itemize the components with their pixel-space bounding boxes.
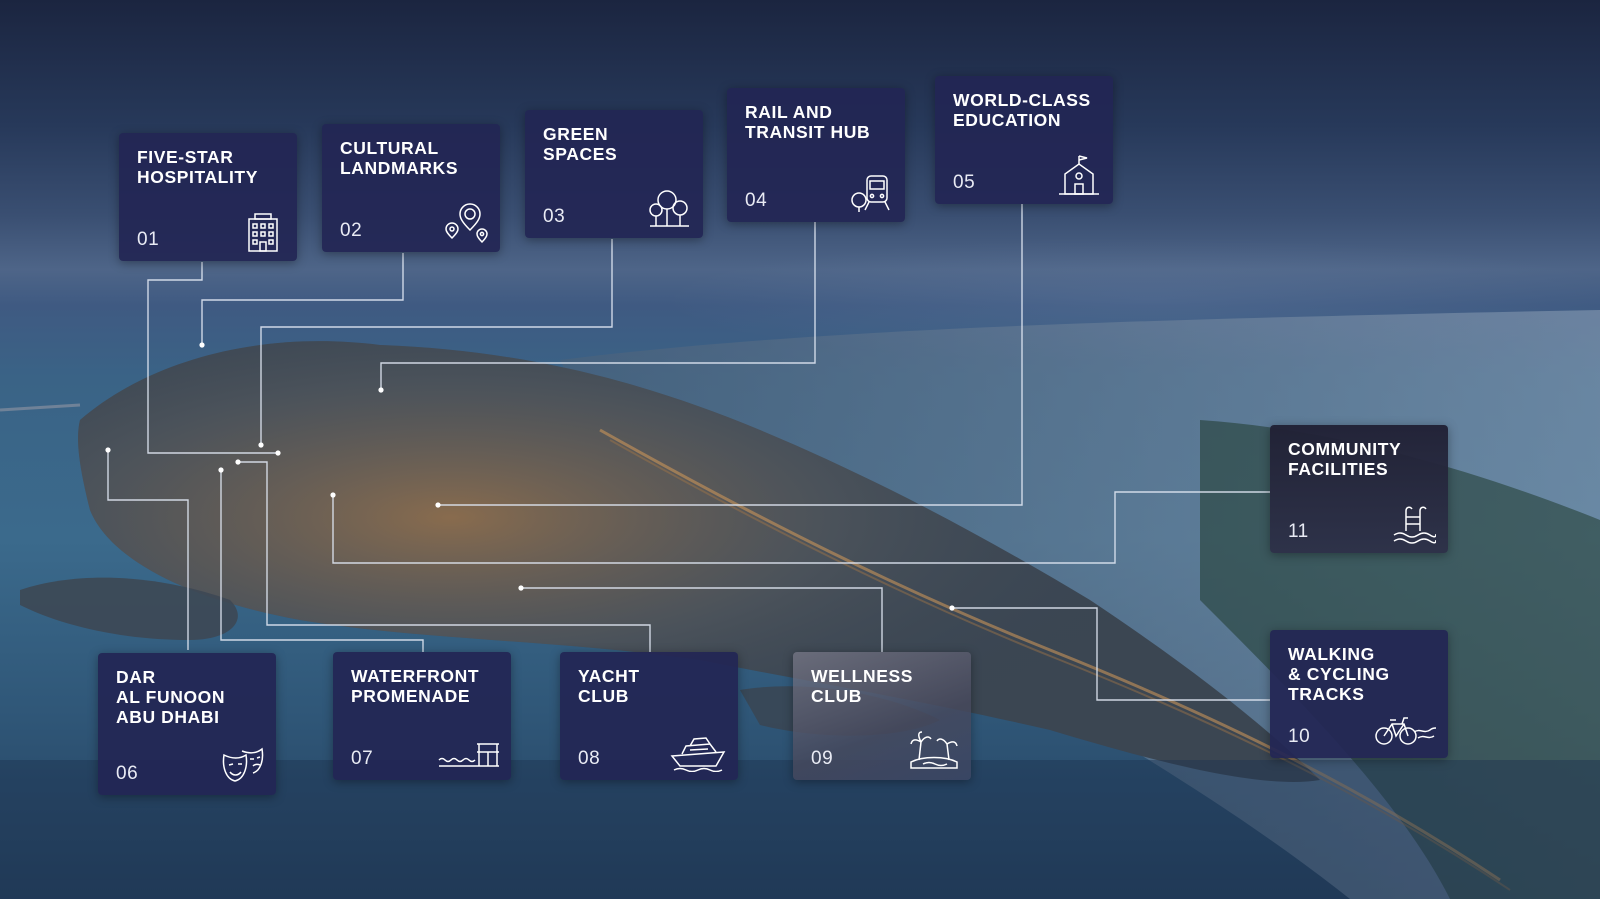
card-number: 11 <box>1288 521 1309 542</box>
marker-dot <box>275 450 281 456</box>
school-icon <box>1057 154 1101 196</box>
theater-masks-icon <box>220 745 264 787</box>
card-title: GREEN SPACES <box>543 124 618 164</box>
card-title: COMMUNITY FACILITIES <box>1288 439 1402 479</box>
marker-dot <box>199 342 205 348</box>
card-walking-cycling-tracks[interactable]: WALKING & CYCLING TRACKS 10 <box>1270 630 1448 758</box>
connector-06 <box>107 450 189 650</box>
connector-05 <box>438 204 1023 506</box>
beach-palm-icon <box>909 730 959 772</box>
train-icon <box>849 172 893 214</box>
marker-dot <box>105 447 111 453</box>
pier-icon <box>437 730 501 772</box>
card-number: 05 <box>953 172 976 193</box>
card-title: DAR AL FUNOON ABU DHABI <box>116 667 226 727</box>
card-number: 06 <box>116 763 139 784</box>
card-title: WORLD-CLASS EDUCATION <box>953 90 1091 130</box>
card-number: 08 <box>578 748 601 769</box>
card-number: 02 <box>340 220 363 241</box>
bicycle-icon <box>1374 708 1437 750</box>
card-title: YACHT CLUB <box>578 666 640 706</box>
card-number: 09 <box>811 748 834 769</box>
card-title: CULTURAL LANDMARKS <box>340 138 459 178</box>
marker-dot <box>330 492 336 498</box>
location-pins-icon <box>444 202 488 244</box>
connector-11 <box>332 491 1270 564</box>
card-number: 04 <box>745 190 768 211</box>
marker-dot <box>218 467 224 473</box>
connector-03 <box>260 239 613 445</box>
card-title: RAIL AND TRANSIT HUB <box>745 102 871 142</box>
card-yacht-club[interactable]: YACHT CLUB 08 <box>560 652 738 780</box>
hotel-building-icon <box>241 211 285 253</box>
card-title: FIVE-STAR HOSPITALITY <box>137 147 258 187</box>
connector-01 <box>147 262 278 454</box>
connector-08 <box>238 461 651 652</box>
card-number: 03 <box>543 206 566 227</box>
card-title: WALKING & CYCLING TRACKS <box>1288 644 1390 704</box>
card-title: WELLNESS CLUB <box>811 666 914 706</box>
card-cultural-landmarks[interactable]: CULTURAL LANDMARKS 02 <box>322 124 500 252</box>
card-number: 10 <box>1288 726 1311 747</box>
connector-02 <box>201 253 404 345</box>
card-title: WATERFRONT PROMENADE <box>351 666 480 706</box>
connector-04 <box>380 222 816 390</box>
marker-dot <box>235 459 241 465</box>
yacht-icon <box>670 730 726 773</box>
card-green-spaces[interactable]: GREEN SPACES 03 <box>525 110 703 238</box>
marker-dot <box>258 442 264 448</box>
card-world-class-education[interactable]: WORLD-CLASS EDUCATION 05 <box>935 76 1113 204</box>
marker-dot <box>378 387 384 393</box>
card-number: 07 <box>351 748 374 769</box>
connector-07 <box>220 470 424 652</box>
card-five-star-hospitality[interactable]: FIVE-STAR HOSPITALITY 01 <box>119 133 297 261</box>
marker-dot <box>518 585 524 591</box>
marker-dot <box>435 502 441 508</box>
connector-09 <box>521 587 883 652</box>
trees-icon <box>647 188 691 230</box>
card-wellness-club[interactable]: WELLNESS CLUB 09 <box>793 652 971 780</box>
connector-10 <box>952 607 1270 701</box>
swimming-pool-icon <box>1392 503 1437 545</box>
card-waterfront-promenade[interactable]: WATERFRONT PROMENADE 07 <box>333 652 511 780</box>
marker-dot <box>949 605 955 611</box>
card-community-facilities[interactable]: COMMUNITY FACILITIES 11 <box>1270 425 1448 553</box>
card-rail-transit-hub[interactable]: RAIL AND TRANSIT HUB 04 <box>727 88 905 222</box>
card-number: 01 <box>137 229 160 250</box>
card-dar-al-funoon[interactable]: DAR AL FUNOON ABU DHABI 06 <box>98 653 276 795</box>
